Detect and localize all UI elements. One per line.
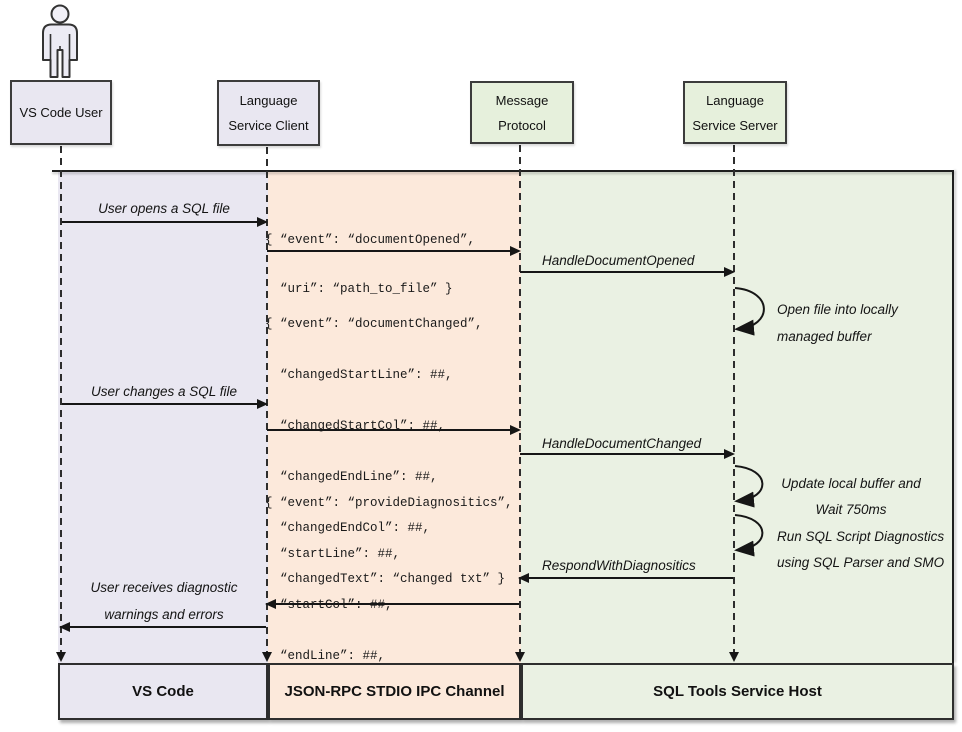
note-update-buffer: Update local buffer and Wait 750ms — [770, 471, 932, 523]
label-user-opens-file: User opens a SQL file — [98, 201, 230, 216]
json-line: “changedEndLine”: ##, — [265, 470, 438, 484]
note-open-buffer-line2: managed buffer — [777, 329, 872, 344]
service-host-column-band — [521, 172, 954, 663]
note-update-buffer-line1: Update local buffer and — [781, 476, 921, 491]
arrow-provide-diagnostics-message — [265, 599, 519, 609]
frame-top-line — [52, 170, 954, 172]
json-line: { “event”: “documentChanged”, — [265, 317, 483, 331]
arrow-user-receives-diagnostics — [59, 622, 266, 632]
label-handle-document-opened: HandleDocumentOpened — [542, 253, 695, 268]
ipc-channel-column-band — [268, 172, 521, 663]
arrow-document-changed-message — [267, 425, 521, 435]
footer-box-ipc-channel: JSON-RPC STDIO IPC Channel — [268, 663, 521, 720]
lifeline-protocol — [519, 145, 521, 653]
vscode-column-band — [58, 172, 268, 663]
header-box-language-service-server: Language Service Server — [683, 81, 787, 144]
user-person-icon — [42, 4, 78, 78]
arrowhead-down-server — [729, 652, 739, 662]
json-line: “endLine”: ##, — [265, 649, 386, 663]
arrow-respond-with-diagnostics — [518, 573, 733, 583]
note-open-buffer: Open file into locally managed buffer — [777, 296, 898, 350]
json-line: { “event”: “documentOpened”, — [265, 233, 476, 247]
footer-box-vscode: VS Code — [58, 663, 268, 720]
label-user-changes-file: User changes a SQL file — [90, 384, 238, 399]
self-loop-update-buffer — [734, 465, 764, 508]
label-user-receives-diagnostics: User receives diagnostic warnings and er… — [62, 574, 266, 628]
json-line: “changedStartLine”: ##, — [265, 368, 453, 382]
client-label-line2: Service Client — [228, 118, 309, 133]
footer-box-service-host: SQL Tools Service Host — [521, 663, 954, 720]
arrow-handle-document-changed — [520, 449, 735, 459]
protocol-label-line1: Message — [495, 92, 549, 108]
json-document-opened: { “event”: “documentOpened”, “uri”: “pat… — [265, 202, 475, 328]
json-line: “startCol”: ##, — [265, 598, 393, 612]
vscode-user-label: VS Code User — [19, 105, 103, 120]
arrowhead-down-client — [262, 652, 272, 662]
footer-host-label: SQL Tools Service Host — [653, 683, 822, 700]
lifeline-server — [733, 145, 735, 653]
note-run-diagnostics-line2: using SQL Parser and SMO — [777, 555, 945, 570]
footer-channel-label: JSON-RPC STDIO IPC Channel — [284, 683, 505, 700]
label-receive-line1: User receives diagnostic — [90, 580, 238, 595]
protocol-label-line2: Protocol — [498, 117, 546, 133]
lifeline-user — [60, 146, 62, 653]
self-loop-open-buffer — [734, 287, 765, 336]
json-document-changed: { “event”: “documentChanged”, “changedSt… — [265, 285, 505, 619]
json-line: { “event”: “provideDiagnositics”, — [265, 496, 513, 510]
note-run-diagnostics-line1: Run SQL Script Diagnostics — [777, 529, 945, 544]
label-handle-document-changed: HandleDocumentChanged — [542, 436, 702, 451]
json-line: “startLine”: ##, — [265, 547, 401, 561]
server-label-line1: Language — [706, 92, 764, 108]
arrow-handle-document-opened — [520, 267, 735, 277]
frame-right-line — [952, 170, 954, 663]
footer-vscode-label: VS Code — [132, 683, 194, 700]
header-box-vscode-user: VS Code User — [10, 80, 112, 145]
header-box-language-service-client: Language Service Client — [217, 80, 320, 146]
arrow-user-changes-file — [62, 399, 268, 409]
label-respond-with-diagnostics: RespondWithDiagnositics — [542, 558, 696, 573]
note-open-buffer-line1: Open file into locally — [777, 302, 898, 317]
server-label-line2: Service Server — [692, 117, 778, 133]
client-label-line1: Language — [239, 93, 298, 108]
json-line: “uri”: “path_to_file” } — [265, 282, 453, 296]
arrow-document-opened-message — [267, 246, 521, 256]
json-line: “changedStartCol”: ##, — [265, 419, 446, 433]
note-run-diagnostics: Run SQL Script Diagnostics using SQL Par… — [777, 524, 944, 576]
json-line: “changedEndCol”: ##, — [265, 521, 431, 535]
header-box-message-protocol: Message Protocol — [470, 81, 574, 144]
note-update-buffer-line2: Wait 750ms — [815, 502, 887, 517]
arrowhead-down-protocol — [515, 652, 525, 662]
arrowhead-down-user — [56, 652, 66, 662]
arrow-user-opens-file — [62, 217, 268, 227]
label-receive-line2: warnings and errors — [104, 607, 224, 622]
self-loop-run-diagnostics — [734, 514, 764, 557]
json-line: “changedText”: “changed txt” } — [265, 572, 506, 586]
